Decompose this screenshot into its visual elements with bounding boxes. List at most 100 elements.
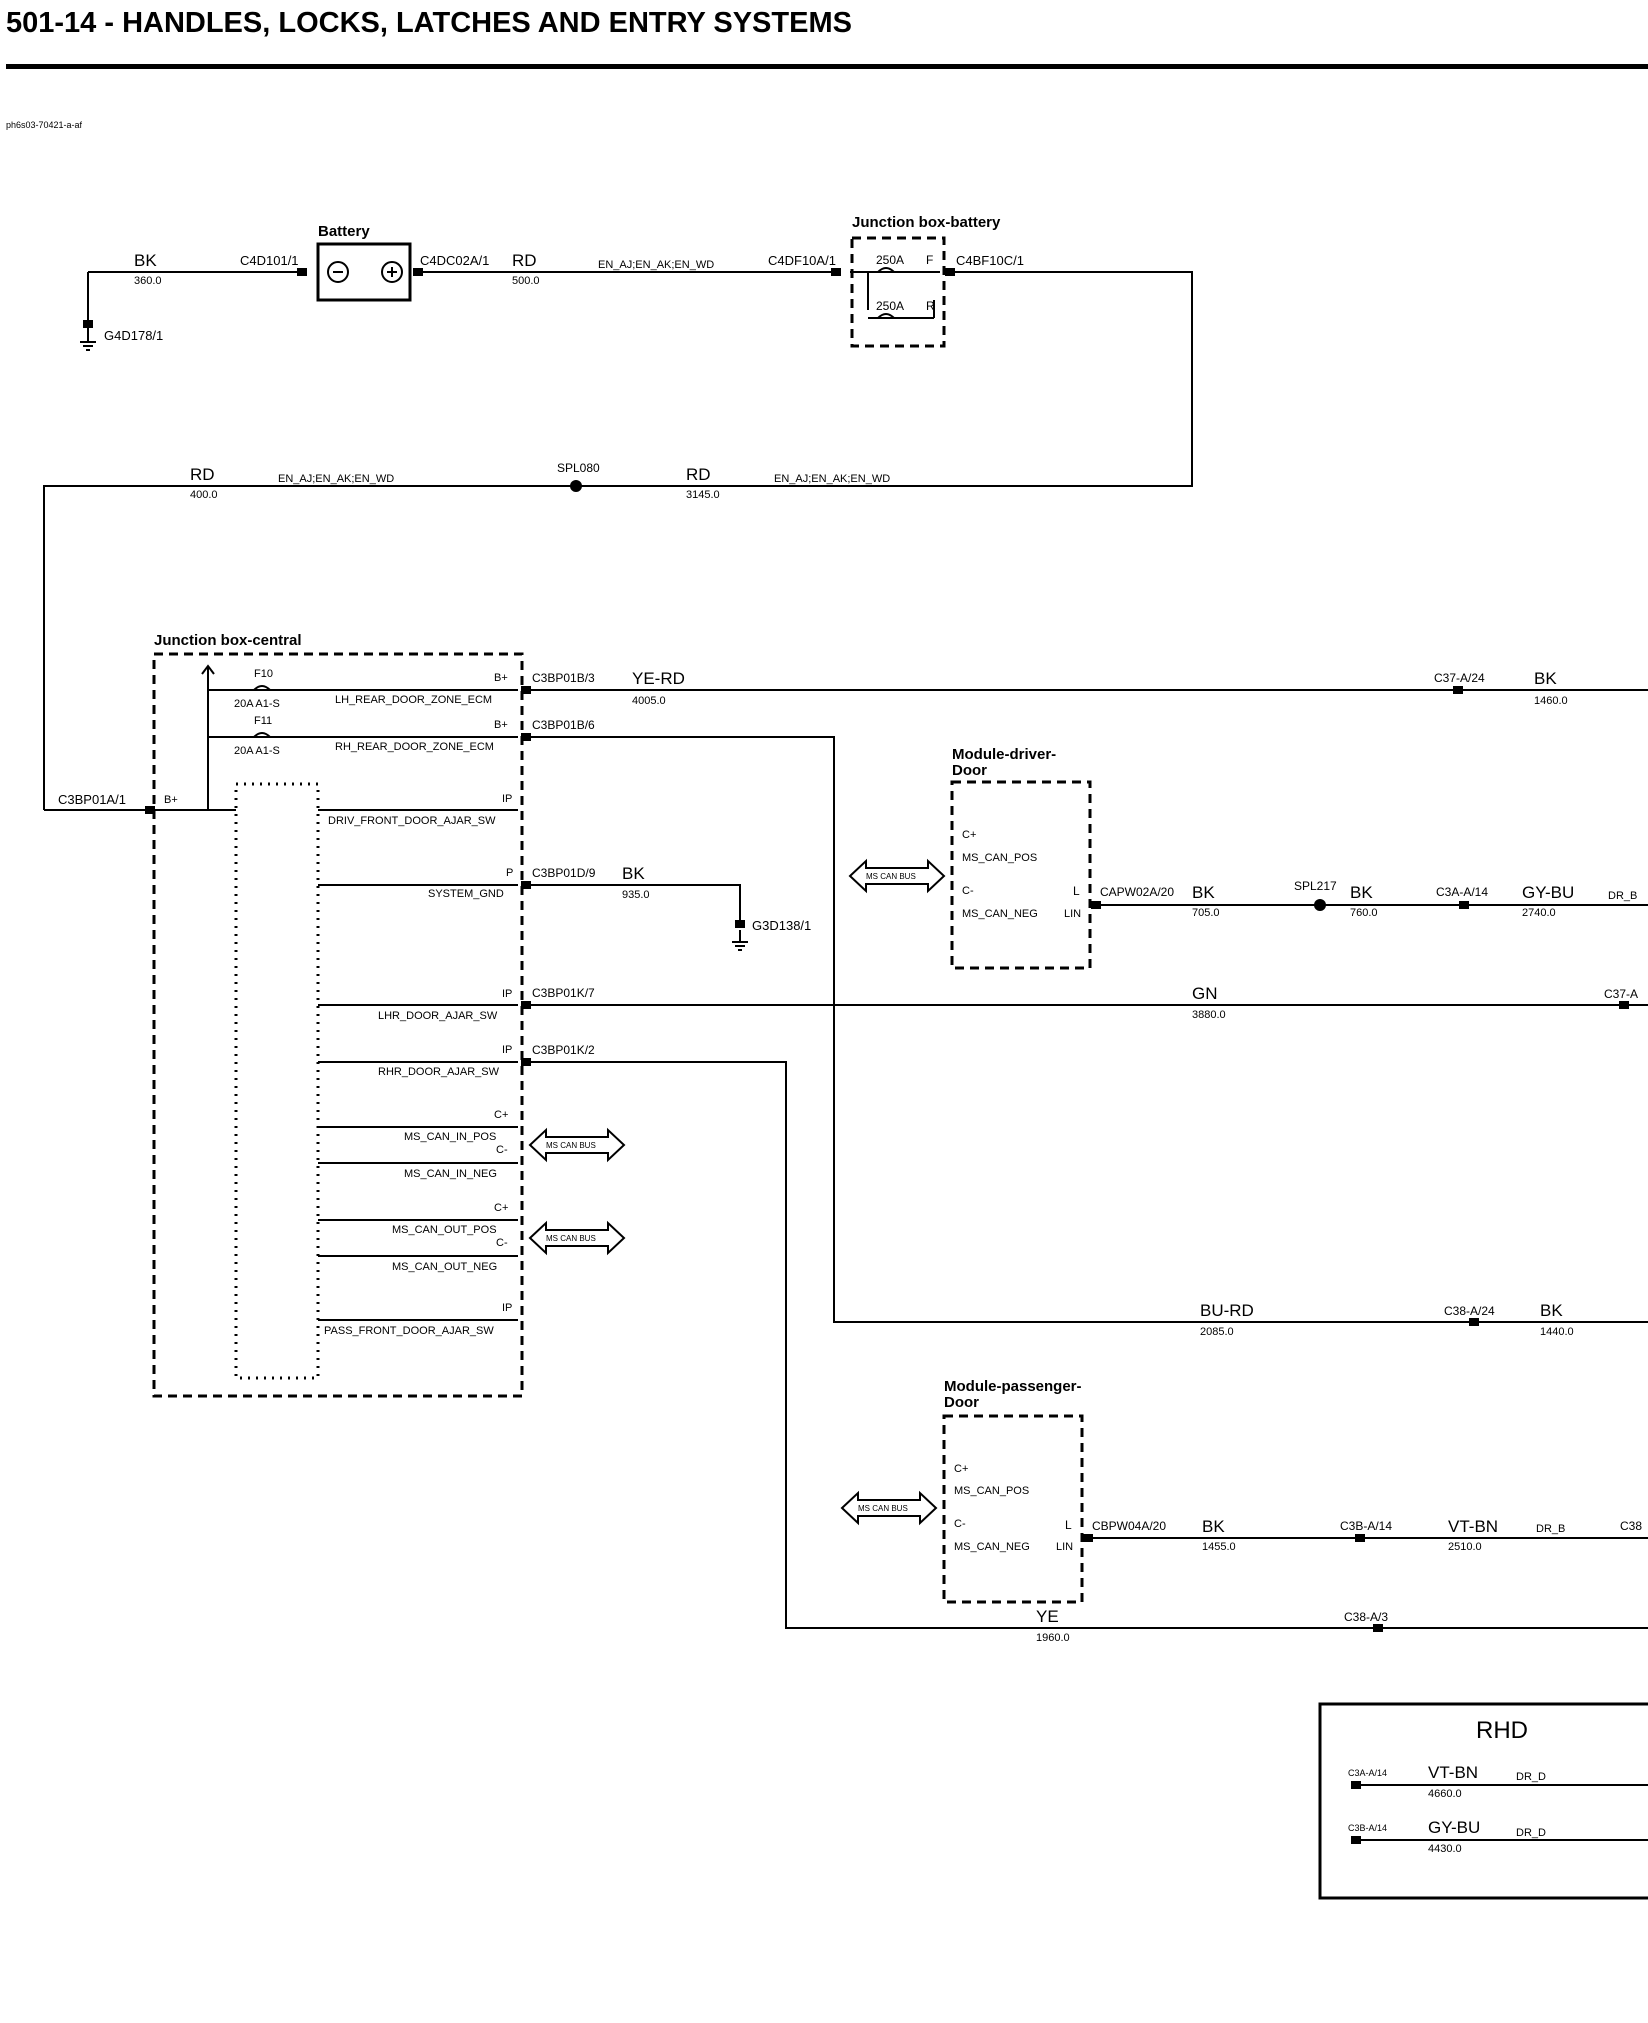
battery-section: G4D178/1 BK 360.0 C4D101/1 Battery C4DC0… [79, 223, 841, 351]
variant-label: EN_AJ;EN_AK;EN_WD [278, 473, 394, 485]
signal-pass-front: PASS_FRONT_DOOR_AJAR_SW [324, 1325, 494, 1337]
wire-ye [526, 1061, 1648, 1629]
pin-c-plus: C+ [494, 1109, 508, 1121]
wire-length: 705.0 [1192, 907, 1220, 919]
wire-length: 2085.0 [1200, 1326, 1234, 1338]
pin-lin: LIN [1056, 1541, 1073, 1553]
connector-c3bp01d9: C3BP01D/9 [532, 866, 596, 880]
battery-box [316, 242, 412, 302]
signal-ms-can-neg: MS_CAN_NEG [962, 908, 1038, 920]
wire-length: 2740.0 [1522, 907, 1556, 919]
can-bus-arrow: MS CAN BUS [848, 858, 946, 894]
can-bus-label: MS CAN BUS [546, 1141, 596, 1150]
wire-color: BK [1540, 1301, 1563, 1320]
wire-color: BK [622, 864, 645, 883]
signal-ms-can-in-pos: MS_CAN_IN_POS [404, 1131, 496, 1143]
signal-lhr-door: LHR_DOOR_AJAR_SW [378, 1010, 498, 1022]
wire-burd [526, 736, 1648, 1323]
pin-ip: IP [502, 988, 512, 1000]
rhd-wire-length-1: 4660.0 [1428, 1788, 1462, 1800]
wire-color: BK [1350, 883, 1373, 902]
wire-length: 935.0 [622, 889, 650, 901]
pin-b-plus: B+ [494, 672, 508, 684]
wire-length: 760.0 [1350, 907, 1378, 919]
connector-c37-a24: C37-A/24 [1434, 671, 1485, 685]
junction-box-central-label: Junction box-central [154, 632, 302, 649]
signal-lh-rear: LH_REAR_DOOR_ZONE_ECM [335, 694, 492, 706]
wire-length: 1455.0 [1202, 1541, 1236, 1553]
connector-c3bp01k2: C3BP01K/2 [532, 1043, 595, 1057]
connector-c3bp01b3: C3BP01B/3 [532, 671, 595, 685]
ground-icon [79, 329, 97, 351]
connector-cbpw04a: CBPW04A/20 [1092, 1519, 1166, 1533]
pin-lin: LIN [1064, 908, 1081, 920]
pin-c-plus: C+ [494, 1202, 508, 1214]
battery-positive-terminal [381, 261, 403, 283]
connector-c38: C38 [1620, 1519, 1642, 1533]
pin-p: P [506, 867, 513, 879]
battery-feed-wire [43, 271, 1193, 810]
can-bus-label: MS CAN BUS [546, 1234, 596, 1243]
pin-ip: IP [502, 1302, 512, 1314]
wire-length: 360.0 [134, 275, 162, 287]
rhd-wire-color-1: VT-BN [1428, 1763, 1478, 1782]
wire-length: 3880.0 [1192, 1009, 1226, 1021]
connector-c4df10a: C4DF10A/1 [768, 253, 836, 268]
signal-ms-can-neg: MS_CAN_NEG [954, 1541, 1030, 1553]
fuse-f11: F11 [254, 715, 272, 727]
signal-ms-can-out-pos: MS_CAN_OUT_POS [392, 1224, 497, 1236]
module-passenger-door: Module-passenger- Door C+ MS_CAN_POS C- … [942, 1378, 1084, 1604]
rhd-title: RHD [1476, 1717, 1528, 1744]
can-bus-arrow: MS CAN BUS [840, 1490, 938, 1526]
dest-dr-b: DR_B [1536, 1523, 1565, 1535]
battery-negative-terminal [327, 261, 349, 283]
connector-c38-a3: C38-A/3 [1344, 1610, 1388, 1624]
fuse-rating: 250A [876, 253, 904, 267]
connector-c4dc02a: C4DC02A/1 [420, 253, 489, 268]
connector-c4d101: C4D101/1 [240, 253, 299, 268]
connector-c37-a: C37-A [1604, 987, 1638, 1001]
signal-rh-rear: RH_REAR_DOOR_ZONE_ECM [335, 741, 494, 753]
variant-label: EN_AJ;EN_AK;EN_WD [774, 473, 890, 485]
wire-color: RD [512, 251, 537, 270]
signal-ms-can-pos: MS_CAN_POS [962, 852, 1037, 864]
junction-box-battery: Junction box-battery 250A F 250A R [850, 214, 1001, 348]
connector-c38-a24: C38-A/24 [1444, 1304, 1495, 1318]
can-bus-arrow: MS CAN BUS [528, 1127, 626, 1163]
pin-c-minus: C- [962, 885, 974, 897]
pin-l: L [1065, 1518, 1072, 1532]
pin-c-minus: C- [496, 1144, 508, 1156]
wire-length: 3145.0 [686, 489, 720, 501]
header-rule [6, 64, 1648, 69]
rhd-wire-length-2: 4430.0 [1428, 1843, 1462, 1855]
wire-color: BU-RD [1200, 1301, 1254, 1320]
junction-box-central: Junction box-central C3BP01A/1 B+ F10 20… [44, 632, 524, 1398]
wire-length: 2510.0 [1448, 1541, 1482, 1553]
pin-c-minus: C- [496, 1237, 508, 1249]
rhd-connector-2: C3B-A/14 [1348, 1823, 1387, 1833]
pin-c-minus: C- [954, 1518, 966, 1530]
variant-label: EN_AJ;EN_AK;EN_WD [598, 259, 714, 271]
pin-c-plus: C+ [954, 1463, 968, 1475]
signal-system-gnd: SYSTEM_GND [428, 888, 504, 900]
connector-c3bp01b6: C3BP01B/6 [532, 718, 595, 732]
pin-ip: IP [502, 793, 512, 805]
connector-c3a-a14: C3A-A/14 [1436, 885, 1488, 899]
dest-dr-b: DR_B [1608, 890, 1637, 902]
rhd-connector-1: C3A-A/14 [1348, 1768, 1387, 1778]
ground-g4d178: G4D178/1 [104, 328, 163, 343]
fuse-f-label: F [926, 253, 933, 267]
wire-length: 4005.0 [632, 695, 666, 707]
splice-spl217 [1314, 899, 1326, 911]
splice-label: SPL080 [557, 461, 600, 475]
can-bus-arrow: MS CAN BUS [528, 1220, 626, 1256]
wire-length: 400.0 [190, 489, 218, 501]
signal-rhr-door: RHR_DOOR_AJAR_SW [378, 1066, 500, 1078]
wire-color: BK [134, 251, 157, 270]
wire-color: BK [1534, 669, 1557, 688]
can-bus-label: MS CAN BUS [858, 1504, 908, 1513]
rhd-box: RHD C3A-A/14 VT-BN 4660.0 DR_D C3B-A/14 … [1318, 1702, 1648, 1900]
wire-color: BK [1192, 883, 1215, 902]
module-driver-door: Module-driver- Door C+ MS_CAN_POS C- MS_… [950, 746, 1092, 970]
